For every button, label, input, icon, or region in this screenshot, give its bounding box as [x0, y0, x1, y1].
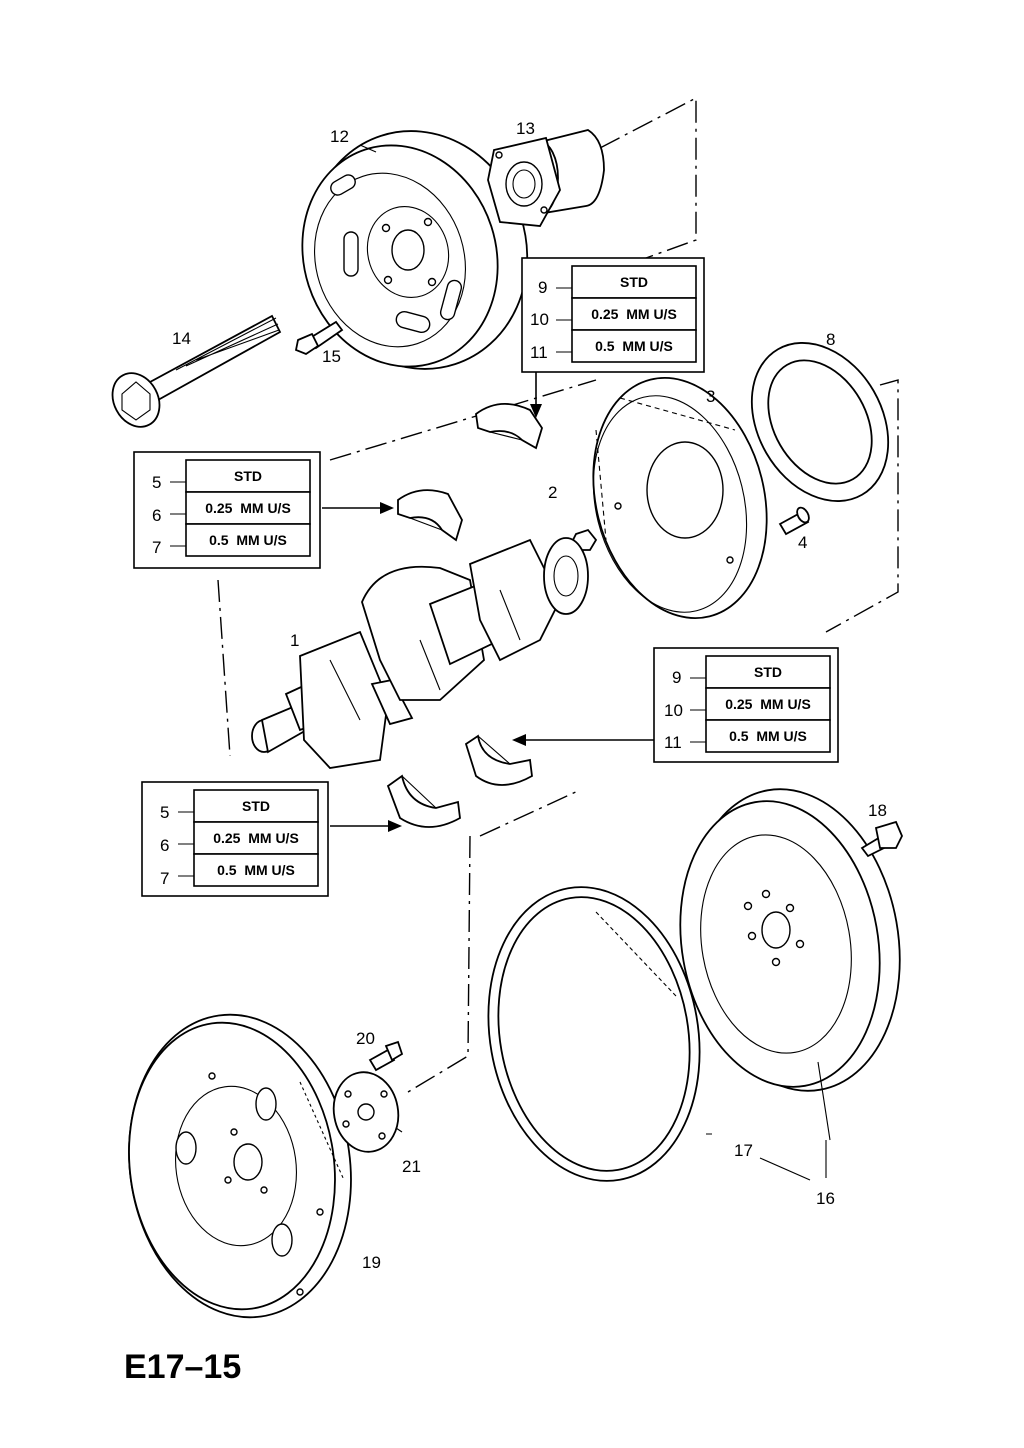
table-row-num: 9 — [672, 668, 681, 687]
callout-16: 16 — [816, 1189, 835, 1208]
callout-2: 2 — [548, 483, 557, 502]
spacer-plate[interactable] — [328, 1067, 405, 1157]
flywheel-bolt[interactable] — [860, 820, 903, 858]
table-row-num: 10 — [530, 310, 549, 329]
small-bolt[interactable] — [294, 320, 344, 356]
seal-ring[interactable] — [724, 318, 915, 525]
bearing-table-left-upper: 5 6 7 STD 0.25 MM U/S 0.5 MM U/S — [133, 451, 321, 569]
table-row-num: 5 — [160, 803, 169, 822]
reluctor-disc[interactable] — [569, 359, 791, 636]
callout-18: 18 — [868, 801, 887, 820]
flexplate[interactable] — [110, 1000, 370, 1332]
crankshaft-pulley[interactable] — [274, 102, 558, 397]
bearing-table-left-lower: 5 6 7 STD 0.25 MM U/S 0.5 MM U/S — [141, 781, 329, 897]
disc-bolt[interactable] — [778, 506, 811, 536]
table-row-label: STD — [754, 664, 782, 680]
bearing-shell-upper-2[interactable] — [397, 489, 463, 542]
callout-21: 21 — [402, 1157, 421, 1176]
pulley-bolt[interactable] — [103, 314, 282, 435]
bearing-table-right: 9 10 11 STD 0.25 MM U/S 0.5 MM U/S — [653, 647, 839, 763]
table-row-num: 5 — [152, 473, 161, 492]
callout-20: 20 — [356, 1029, 375, 1048]
bearing-shell-lower-2[interactable] — [386, 774, 461, 828]
table-row-label: 0.25 MM U/S — [213, 830, 299, 846]
table-row-label: 0.5 MM U/S — [595, 338, 673, 354]
table-row-num: 7 — [152, 538, 161, 557]
callout-19: 19 — [362, 1253, 381, 1272]
crankshaft[interactable] — [251, 537, 589, 769]
table-row-label: 0.5 MM U/S — [729, 728, 807, 744]
bearing-shell-lower-1[interactable] — [464, 734, 533, 786]
flywheel[interactable] — [658, 772, 922, 1108]
callout-14: 14 — [172, 329, 191, 348]
callout-8: 8 — [826, 330, 835, 349]
callout-1: 1 — [290, 631, 299, 650]
table-row-label: 0.25 MM U/S — [205, 500, 291, 516]
callout-3: 3 — [706, 387, 715, 406]
table-row-label: 0.25 MM U/S — [591, 306, 677, 322]
table-row-label: 0.25 MM U/S — [725, 696, 811, 712]
table-row-label: 0.5 MM U/S — [217, 862, 295, 878]
table-row-num: 7 — [160, 869, 169, 888]
callout-17: 17 — [734, 1141, 753, 1160]
flexplate-bolt[interactable] — [368, 1040, 404, 1072]
figure-code: E17–15 — [124, 1348, 241, 1386]
pulley-hub[interactable] — [487, 129, 605, 227]
table-row-label: STD — [234, 468, 262, 484]
leader-lines — [359, 144, 831, 1181]
callout-numbers: 1 2 3 4 8 12 13 14 15 16 17 18 19 20 21 — [172, 119, 887, 1272]
table-row-num: 11 — [664, 733, 682, 752]
table-row-num: 9 — [538, 278, 547, 297]
table-row-num: 6 — [160, 836, 169, 855]
table-row-num: 6 — [152, 506, 161, 525]
table-row-label: STD — [242, 798, 270, 814]
table-row-label: 0.5 MM U/S — [209, 532, 287, 548]
bearing-shell-upper-1[interactable] — [475, 403, 543, 450]
ring-gear[interactable] — [466, 870, 722, 1198]
callout-15: 15 — [322, 347, 341, 366]
callout-4: 4 — [798, 533, 807, 552]
table-arrows — [322, 372, 654, 832]
table-row-num: 10 — [664, 701, 683, 720]
callout-13: 13 — [516, 119, 535, 138]
callout-12: 12 — [330, 127, 349, 146]
bearing-table-upper: 9 10 11 STD 0.25 MM U/S 0.5 MM U/S — [521, 257, 705, 373]
table-row-num: 11 — [530, 343, 548, 362]
table-row-label: STD — [620, 274, 648, 290]
